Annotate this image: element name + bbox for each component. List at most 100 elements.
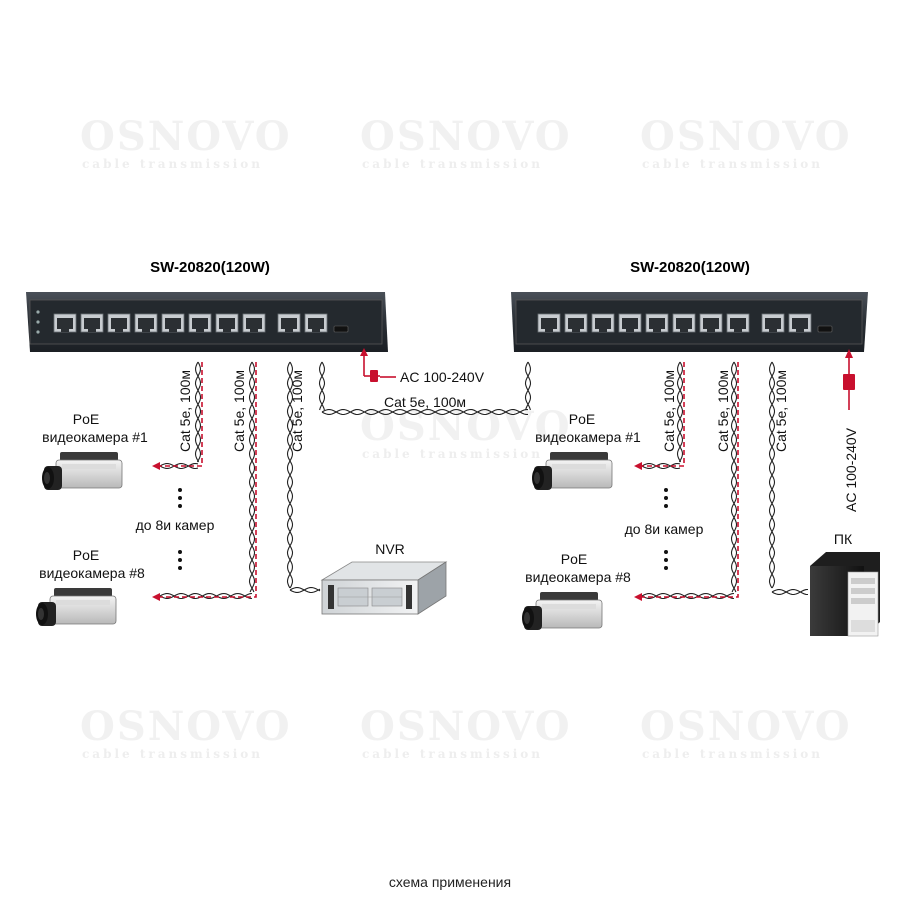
ac-power-label-vertical: AC 100-240V: [843, 427, 859, 512]
switch-2-power-switch: [817, 325, 833, 333]
more-cameras-label: до 8и камер: [136, 517, 215, 533]
more-cameras-label: до 8и камер: [625, 521, 704, 537]
twisted-pair-cable: [248, 361, 256, 593]
twisted-pair-cable: [194, 361, 202, 463]
watermark-tagline: cable transmission: [642, 157, 823, 171]
diagram-caption: схема применения: [389, 874, 511, 890]
rj45-port-icon: [277, 313, 301, 333]
switch-2: [511, 292, 868, 352]
cable-label: Cat 5e, 100м: [661, 370, 677, 452]
rj45-port-icon: [80, 313, 104, 333]
watermark-tagline: cable transmission: [362, 747, 543, 761]
camera-last-line2: видеокамера #8: [39, 565, 145, 581]
twisted-pair-cable: [159, 592, 253, 600]
camera-first-line1: PoE: [569, 411, 595, 427]
twisted-pair-cable: [321, 408, 528, 416]
rj45-port-icon: [242, 313, 266, 333]
inter-switch-cable-label: Cat 5e, 100м: [384, 394, 466, 410]
rj45-port-icon: [188, 313, 212, 333]
watermark-brand: OSNOVO: [360, 113, 572, 160]
ac-power-feed-2: AC 100-240V: [843, 349, 859, 512]
switch-1-title: SW-20820(120W): [150, 259, 270, 276]
watermark-brand: OSNOVO: [80, 113, 292, 160]
poe-line-sw1-cam8: [158, 362, 257, 598]
watermark-brand: OSNOVO: [80, 703, 292, 750]
arrow-up-icon: [845, 349, 853, 358]
arrow-icon: [634, 462, 642, 470]
twisted-pair-cable: [524, 361, 532, 411]
ip-camera-icon: [531, 451, 613, 491]
rj45-port-icon: [672, 313, 696, 333]
watermark-tagline: cable transmission: [642, 747, 823, 761]
rj45-port-icon: [215, 313, 239, 333]
camera-first-line1: PoE: [73, 411, 99, 427]
arrow-icon: [152, 593, 160, 601]
watermark-tagline: cable transmission: [362, 447, 543, 461]
twisted-pair-cable: [676, 361, 684, 463]
ac-power-feed-1: AC 100-240V: [360, 348, 485, 385]
cable-label: Cat 5e, 100м: [773, 370, 789, 452]
watermark-brand: OSNOVO: [360, 703, 572, 750]
ip-camera-icon: [35, 587, 117, 627]
twisted-pair-cable: [159, 462, 199, 470]
twisted-pair-cable: [771, 588, 809, 596]
twisted-pair-cable: [524, 361, 532, 411]
camera-group-2: PoE видеокамера #1 до 8и камер PoE видео…: [521, 411, 704, 631]
poe-line-sw2-cam1: [640, 362, 685, 467]
rj45-port-icon: [134, 313, 158, 333]
twisted-pair-cable: [641, 462, 681, 470]
cable-label: Cat 5e, 100м: [177, 370, 193, 452]
twisted-pair-cable: [159, 462, 199, 470]
twisted-pair-cable: [248, 361, 256, 593]
cable-label: Cat 5e, 100м: [231, 370, 247, 452]
poe-power-lines: [152, 362, 739, 601]
twisted-pair-cable: [289, 586, 321, 593]
switch-1: [26, 292, 388, 352]
watermark-brand: OSNOVO: [640, 703, 852, 750]
watermark-tagline: cable transmission: [362, 157, 543, 171]
cable-label: Cat 5e, 100м: [715, 370, 731, 452]
twisted-pair-cable: [768, 361, 776, 589]
ip-camera-icon: [521, 591, 603, 631]
twisted-pair-cable: [194, 361, 202, 463]
poe-line-sw2-cam8: [640, 362, 739, 598]
watermark-tiles: OSNOVO cable transmission OSNOVO cable t…: [80, 113, 852, 761]
watermark-tagline: cable transmission: [82, 747, 263, 761]
rj45-port-icon: [788, 313, 812, 333]
twisted-pair-cable: [730, 361, 738, 593]
twisted-pair-cable: [771, 588, 809, 596]
rj45-port-icon: [591, 313, 615, 333]
twisted-pair-cable: [286, 361, 294, 589]
twisted-pair-cable: [289, 587, 321, 594]
power-plug-icon: [843, 374, 855, 390]
watermark-tagline: cable transmission: [82, 157, 263, 171]
ac-power-label: AC 100-240V: [400, 369, 485, 385]
ip-camera-icon: [41, 451, 123, 491]
twisted-pair-cable: [641, 462, 681, 470]
rj45-port-icon: [53, 313, 77, 333]
rj45-port-icon: [699, 313, 723, 333]
cable-label: Cat 5e, 100м: [289, 370, 305, 452]
camera-last-line1: PoE: [561, 551, 587, 567]
arrow-icon: [634, 593, 642, 601]
switch-2-title: SW-20820(120W): [630, 259, 750, 276]
pc-device: ПК: [810, 531, 880, 637]
poe-line-sw1-cam1: [158, 362, 203, 467]
rj45-port-icon: [537, 313, 561, 333]
power-plug-icon: [370, 370, 378, 382]
rj45-port-icon: [564, 313, 588, 333]
rj45-port-icon: [107, 313, 131, 333]
switch-2-port-row: [537, 313, 812, 333]
twisted-pair-cable: [318, 361, 326, 411]
switch-1-power-switch: [333, 325, 349, 333]
camera-group-1: PoE видеокамера #1 до 8и камер PoE видео…: [35, 411, 215, 627]
camera-first-line2: видеокамера #1: [535, 429, 641, 445]
rj45-port-icon: [161, 313, 185, 333]
camera-last-line1: PoE: [73, 547, 99, 563]
arrow-up-icon: [360, 348, 368, 356]
switch-1-leds: [36, 310, 40, 334]
rj45-port-icon: [645, 313, 669, 333]
twisted-pair-cable: [730, 361, 738, 593]
rj45-port-icon: [761, 313, 785, 333]
